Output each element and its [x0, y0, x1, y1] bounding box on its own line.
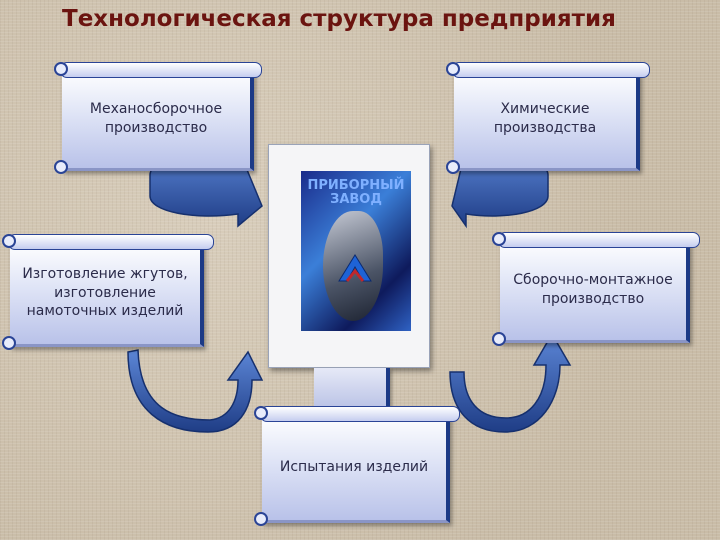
- scroll-curl-icon: [254, 406, 268, 420]
- box-harness: Изготовление жгутов, изготовление намото…: [2, 234, 214, 350]
- arrow-testing-to-assembly: [449, 332, 572, 433]
- scroll-rod-top: [498, 232, 700, 248]
- factory-logo-icon: ПРИБОРНЫЙ ЗАВОД: [301, 171, 411, 331]
- scroll-curl-icon: [446, 160, 460, 174]
- page-title: Технологическая структура предприятия: [62, 6, 616, 32]
- box-label: Сборочно-монтажное производство: [513, 272, 673, 307]
- scroll-rod-top: [452, 62, 650, 78]
- box-chemical: Химические производства: [446, 62, 650, 174]
- box-testing: Испытания изделий: [254, 406, 460, 526]
- scroll-curl-icon: [492, 332, 506, 346]
- box-assembly-mounting: Сборочно-монтажное производство: [492, 232, 700, 346]
- scroll-curl-icon: [254, 512, 268, 526]
- box-label: Механосборочное производство: [89, 101, 223, 136]
- scroll-curl-icon: [446, 62, 460, 76]
- scroll-rod-top: [260, 406, 460, 422]
- box-label: Испытания изделий: [279, 458, 429, 475]
- scroll-rod-top: [60, 62, 262, 78]
- scroll-curl-icon: [54, 160, 68, 174]
- scroll-curl-icon: [2, 234, 16, 248]
- factory-logo-caption: ПРИБОРНЫЙ ЗАВОД: [307, 178, 405, 208]
- scroll-rod-top: [8, 234, 214, 250]
- scroll-curl-icon: [54, 62, 68, 76]
- box-label: Изготовление жгутов, изготовление намото…: [22, 265, 188, 320]
- connector-block: [314, 368, 390, 412]
- box-mechanical-assembly: Механосборочное производство: [54, 62, 262, 174]
- box-label: Химические производства: [493, 101, 597, 136]
- scroll-curl-icon: [492, 232, 506, 246]
- factory-image: ПРИБОРНЫЙ ЗАВОД: [268, 144, 430, 368]
- scroll-curl-icon: [2, 336, 16, 350]
- arrow-harness-to-testing: [127, 349, 264, 433]
- emblem-icon: [338, 254, 372, 282]
